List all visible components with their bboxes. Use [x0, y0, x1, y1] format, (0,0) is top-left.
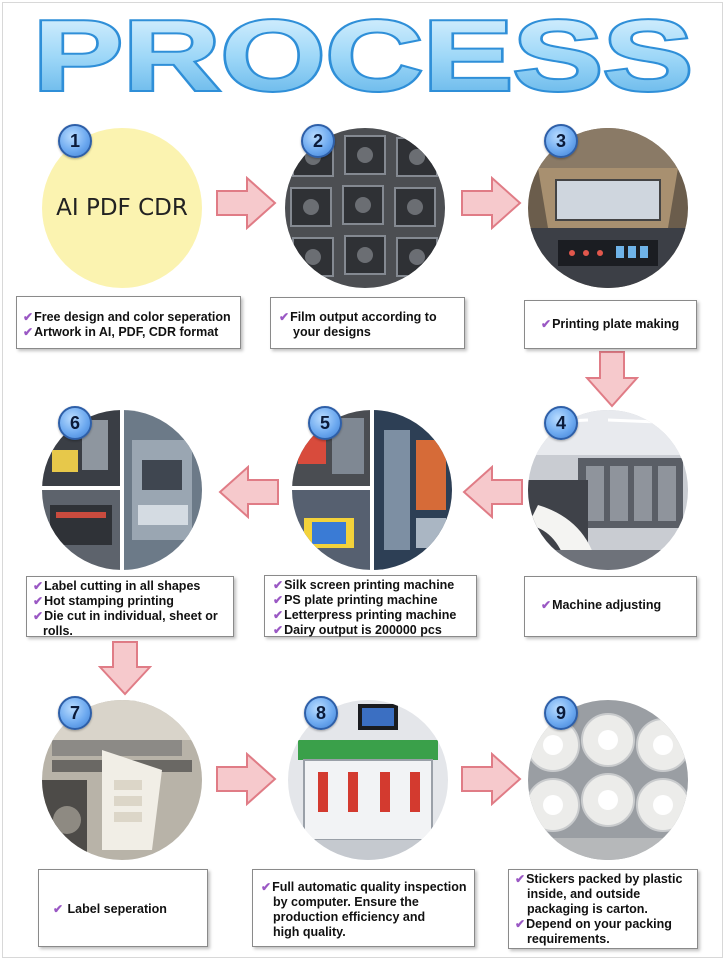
caption-line: ✔Dairy output is 200000 pcs [273, 623, 442, 637]
step-4-caption: ✔Machine adjusting [524, 576, 697, 637]
check-tick-icon: ✔ [33, 579, 44, 593]
caption-line: ✔Letterpress printing machine [273, 608, 457, 622]
step-number-badge: 7 [58, 696, 92, 730]
step-number-badge: 1 [58, 124, 92, 158]
arrow-icon [585, 351, 639, 408]
step-number-badge: 9 [544, 696, 578, 730]
check-tick-icon: ✔ [273, 608, 284, 622]
step-number-badge: 4 [544, 406, 578, 440]
step-8: 8 [288, 696, 448, 860]
caption-line: ✔Machine adjusting [541, 598, 662, 612]
check-tick-icon: ✔ [273, 578, 284, 592]
step-5-caption: ✔Silk screen printing machine ✔PS plate … [264, 575, 477, 637]
check-tick-icon: ✔ [23, 310, 34, 324]
caption-line: ✔Label cutting in all shapes [33, 579, 201, 593]
step-3: 3 [528, 124, 688, 288]
check-tick-icon: ✔ [541, 317, 552, 331]
step-3-caption: ✔Printing plate making [524, 300, 697, 349]
check-tick-icon: ✔ [273, 623, 284, 637]
arrow-icon [218, 465, 279, 519]
caption-line: by computer. Ensure the [273, 895, 419, 909]
check-tick-icon: ✔ [279, 310, 290, 324]
caption-line: ✔Printing plate making [541, 317, 680, 331]
caption-line: ✔Hot stamping printing [33, 594, 174, 608]
step-1-image: AI PDF CDR [42, 128, 202, 288]
caption-line: ✔Artwork in AI, PDF, CDR format [23, 325, 219, 339]
check-tick-icon: ✔ [273, 593, 284, 607]
step-1-caption: ✔Free design and color seperation ✔Artwo… [16, 296, 241, 349]
step-number-badge: 5 [308, 406, 342, 440]
step-4: 4 [528, 406, 688, 570]
caption-line: ✔Die cut in individual, sheet or [33, 609, 218, 623]
caption-line: ✔Stickers packed by plastic [515, 872, 683, 886]
step-number-badge: 6 [58, 406, 92, 440]
check-tick-icon: ✔ [261, 880, 272, 894]
title-text: PROCESS [33, 6, 693, 106]
step-8-caption: ✔Full automatic quality inspection by co… [252, 869, 475, 947]
arrow-icon [98, 641, 152, 696]
step-7: 7 [42, 696, 202, 860]
file-formats-text: AI PDF CDR [56, 195, 188, 221]
caption-line: ✔Depend on your packing [515, 917, 672, 931]
step-number-badge: 8 [304, 696, 338, 730]
step-number-badge: 3 [544, 124, 578, 158]
check-tick-icon: ✔ [53, 902, 64, 916]
step-6: 6 [42, 406, 202, 570]
caption-line: packaging is carton. [527, 902, 648, 916]
arrow-icon [216, 176, 277, 230]
step-9-caption: ✔Stickers packed by plastic inside, and … [508, 869, 698, 949]
step-1: AI PDF CDR 1 [42, 124, 202, 288]
step-number-badge: 2 [301, 124, 335, 158]
step-5-image [292, 410, 452, 570]
arrow-icon [216, 752, 277, 806]
check-tick-icon: ✔ [541, 598, 552, 612]
caption-line: high quality. [273, 925, 346, 939]
caption-line: production efficiency and [273, 910, 426, 924]
check-tick-icon: ✔ [23, 325, 34, 339]
arrow-icon [461, 176, 522, 230]
step-2: 2 [285, 124, 445, 288]
caption-line: ✔Full automatic quality inspection [261, 880, 467, 894]
caption-line: inside, and outside [527, 887, 641, 901]
check-tick-icon: ✔ [33, 609, 44, 623]
check-tick-icon: ✔ [515, 872, 526, 886]
step-2-caption: ✔Film output according to your designs [270, 297, 465, 349]
caption-line: rolls. [43, 624, 73, 638]
step-7-caption: ✔ Label seperation [38, 869, 208, 947]
caption-line: ✔PS plate printing machine [273, 593, 438, 607]
step-5: 5 [292, 406, 452, 570]
page-title: PROCESS [31, 6, 695, 106]
caption-line: your designs [293, 325, 371, 339]
step-6-caption: ✔Label cutting in all shapes ✔Hot stampi… [26, 576, 234, 638]
arrow-icon [462, 465, 523, 519]
step-9: 9 [528, 696, 688, 860]
arrow-icon [461, 752, 522, 806]
caption-line: ✔ Label seperation [53, 902, 167, 916]
check-tick-icon: ✔ [515, 917, 526, 931]
check-tick-icon: ✔ [33, 594, 44, 608]
caption-line: ✔Free design and color seperation [23, 310, 231, 324]
caption-line: ✔Film output according to [279, 310, 437, 324]
caption-line: ✔Silk screen printing machine [273, 578, 455, 592]
caption-line: requirements. [527, 932, 610, 946]
